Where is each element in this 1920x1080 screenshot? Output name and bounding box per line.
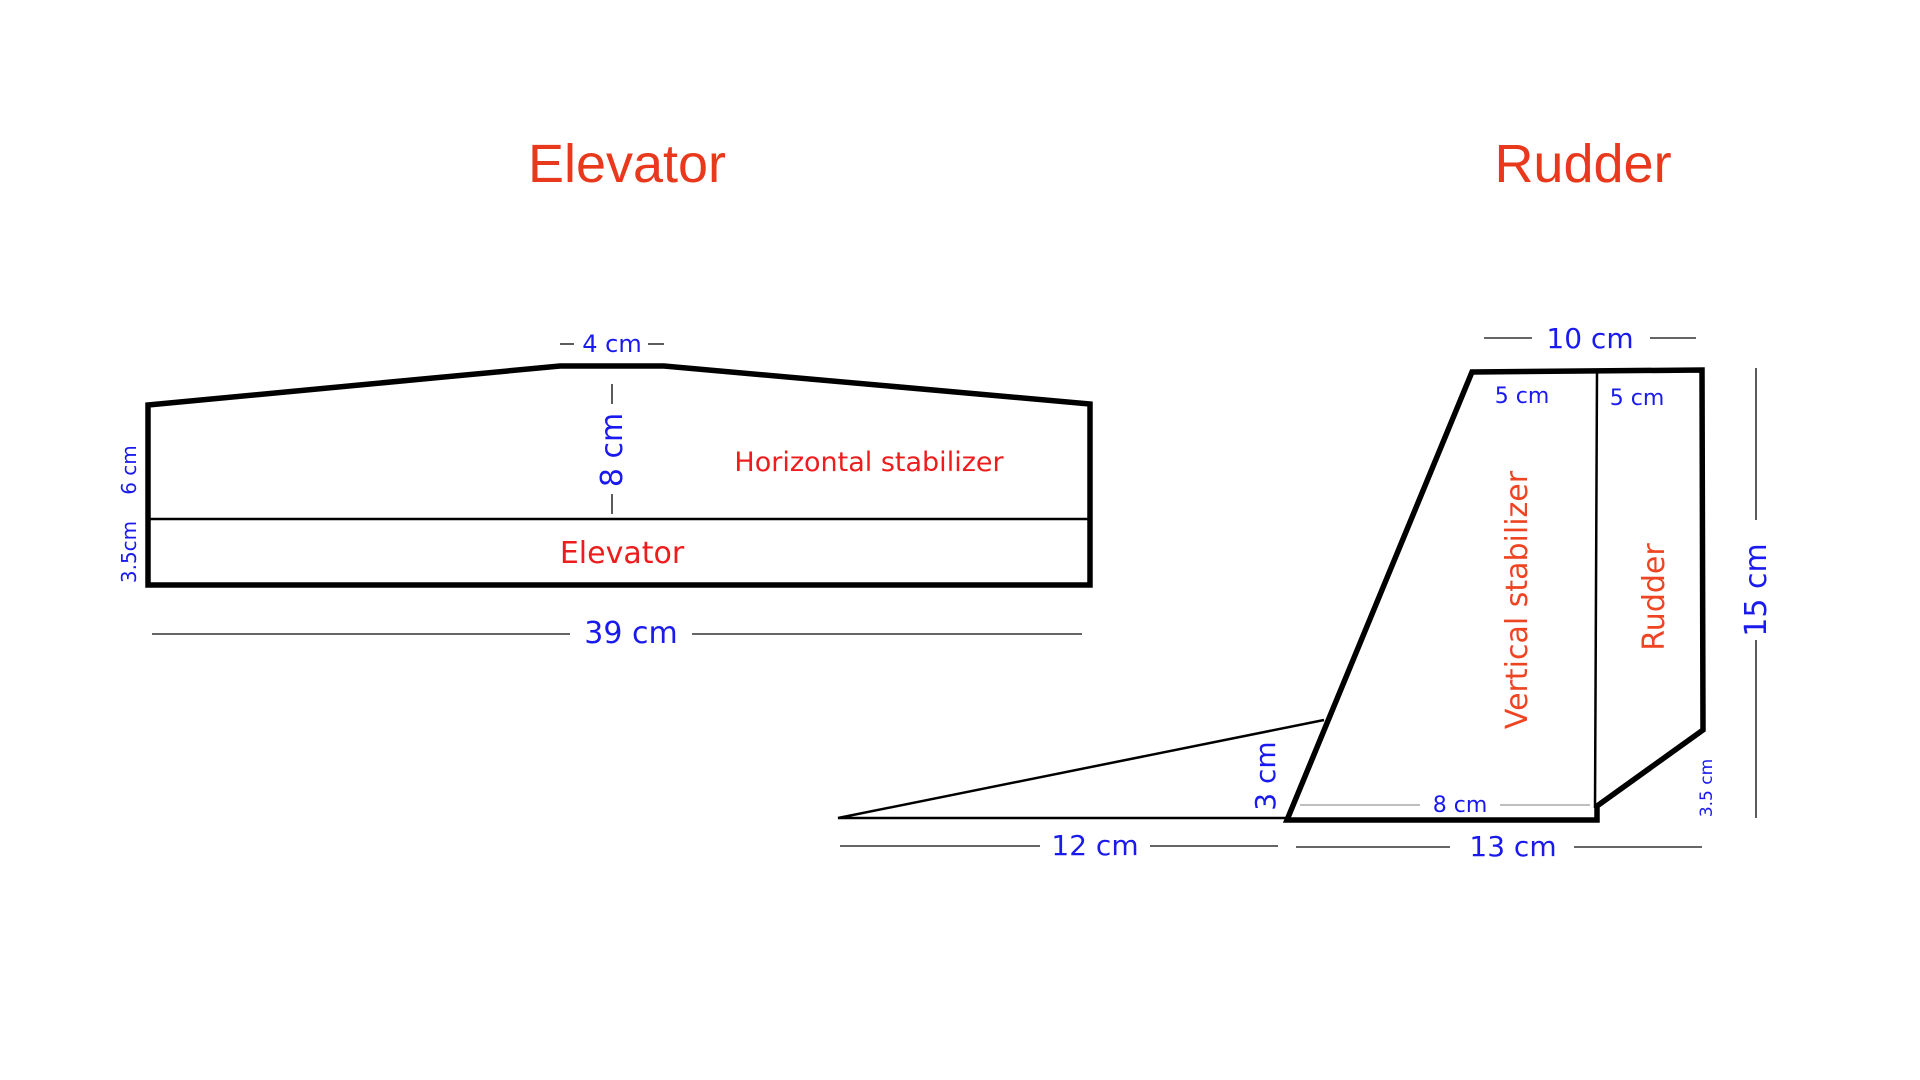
total-width-label: 39 cm	[584, 616, 677, 651]
elevator-drawing: 4 cm 8 cm 6 cm 3.5cm Horizontal stabiliz…	[117, 330, 1093, 651]
top-right-segment-label: 5 cm	[1610, 386, 1665, 411]
vertical-stabilizer-label: Vertical stabilizer	[1500, 470, 1535, 729]
fillet-length-label: 12 cm	[1051, 829, 1138, 862]
horizontal-stabilizer-outline	[145, 363, 1093, 588]
fillet-height-label: 3 cm	[1249, 741, 1282, 810]
rudder-bottom-height-label: 3.5 cm	[1697, 759, 1717, 817]
inner-base-label: 8 cm	[1433, 793, 1488, 818]
elevator-part-label: Elevator	[560, 536, 685, 571]
rudder-top-width-label: 10 cm	[1546, 322, 1633, 355]
left-lower-height-label: 3.5cm	[117, 521, 141, 583]
elevator-title: Elevator	[528, 134, 726, 194]
fin-outline	[1282, 367, 1706, 823]
rudder-part-label: Rudder	[1637, 543, 1672, 651]
rudder-drawing: 10 cm 5 cm 5 cm Vertical stabilizer Rudd…	[837, 322, 1774, 863]
top-left-segment-label: 5 cm	[1495, 384, 1550, 409]
rudder-title: Rudder	[1494, 134, 1671, 194]
top-width-label: 4 cm	[582, 330, 641, 358]
base-width-label: 13 cm	[1469, 830, 1556, 863]
rudder-hinge-line	[1593, 371, 1599, 809]
left-upper-height-label: 6 cm	[117, 445, 141, 495]
dorsal-fillet-outline	[837, 718, 1325, 820]
rudder-height-label: 15 cm	[1739, 543, 1774, 636]
horizontal-stabilizer-label: Horizontal stabilizer	[734, 447, 1004, 478]
center-height-label: 8 cm	[595, 413, 630, 487]
